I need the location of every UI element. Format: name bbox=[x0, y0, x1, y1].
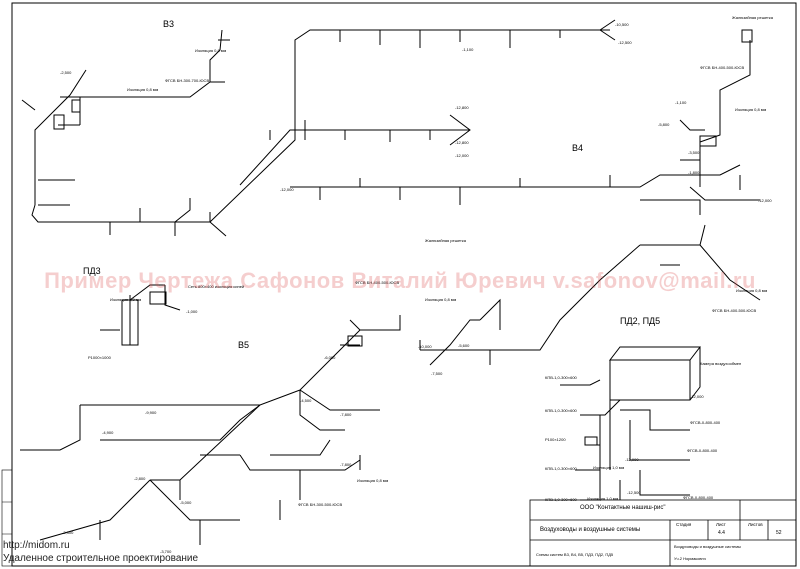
title-block-sheet: 4.4 bbox=[718, 530, 725, 536]
duct-annotation-label: -7,500 bbox=[431, 371, 443, 376]
duct-annotation-label: ФГСВ-0-800-400 bbox=[687, 448, 718, 453]
duct-annotation-label: ФГСВ БН-400-500-ЮСВ bbox=[712, 308, 757, 313]
duct-annotation-label: Изоляция 0,8 мм bbox=[195, 48, 227, 53]
duct-annotation-label: -12,000 bbox=[625, 457, 639, 462]
duct-annotation-label: -12,800 bbox=[455, 140, 469, 145]
binding-strip bbox=[1, 469, 13, 567]
system-v4-ducts bbox=[209, 19, 760, 223]
duct-annotation-label: -12,000 bbox=[690, 394, 704, 399]
duct-annotation-label: -1,100 bbox=[462, 47, 474, 52]
duct-annotation-label: Камера воздухообмен bbox=[700, 361, 742, 366]
drawing-frame bbox=[11, 2, 797, 567]
title-block-line-1: Схемы систем В3, В4, В5, ПД3, ПД2, ПД5 bbox=[536, 552, 614, 557]
duct-annotation-label: Р100×1200 bbox=[545, 437, 566, 442]
duct-annotation-label: Изоляция 1,0 мм bbox=[587, 496, 619, 501]
duct-annotation-label: -6,000 bbox=[324, 355, 336, 360]
footer-tagline: Удаленное строительное проектирование bbox=[3, 553, 199, 564]
duct-annotation-label: Сеть 800×400 изоляция синей bbox=[188, 284, 245, 289]
title-block-org: ООО "Контактные нашиш-рис" bbox=[580, 505, 666, 511]
title-block-line-2: Воздуховоды и воздушные системы bbox=[674, 544, 741, 549]
duct-annotation-label: -3,500 bbox=[688, 150, 700, 155]
system-label-pd3: ПД3 bbox=[83, 266, 101, 276]
duct-annotation-label: -1,100 bbox=[675, 100, 687, 105]
duct-annotation-label: Изоляция 0,8 мм bbox=[736, 288, 768, 293]
duct-annotation-label: КПВ-1,0-300×600 bbox=[545, 408, 577, 413]
unit-pd3 bbox=[149, 291, 167, 305]
footer-url[interactable]: http://midom.ru bbox=[3, 540, 70, 551]
system-label-v4: В4 bbox=[572, 143, 584, 153]
duct-annotation-label: -3,700 bbox=[160, 549, 172, 554]
duct-annotation-label: Жалюзийная решетка bbox=[732, 15, 773, 20]
system-pd3-ducts bbox=[100, 284, 181, 346]
duct-annotation-label: -12,500 bbox=[618, 40, 632, 45]
duct-annotation-label: Изоляция 1,0 мм bbox=[593, 465, 625, 470]
duct-annotation-label: -4,900 bbox=[102, 430, 114, 435]
duct-annotation-label: -4,500 bbox=[300, 398, 312, 403]
duct-annotation-label: Изоляция 0,8 мм bbox=[735, 107, 767, 112]
system-label-pd2-pd5: ПД2, ПД5 bbox=[620, 316, 661, 326]
watermark: Пример Чертежа Сафонов Виталий Юревич v.… bbox=[44, 268, 756, 293]
duct-annotation-label: -10,500 bbox=[615, 22, 629, 27]
duct-annotation-label: -2,500 bbox=[60, 70, 72, 75]
duct-annotation-label: Изоляция 1,0 мм bbox=[110, 297, 142, 302]
duct-annotation-label: ФГСВ-0-800-400 bbox=[683, 495, 714, 500]
title-block-title: Воздуховоды и воздушные системы bbox=[540, 527, 641, 533]
duct-annotation-label: КПВ-1,0-300×600 bbox=[545, 466, 577, 471]
duct-annotation-label: -7,800 bbox=[340, 462, 352, 467]
fan-v3 bbox=[71, 99, 81, 113]
title-block-line-3: Уч.2 Нормаковнч bbox=[674, 556, 706, 561]
duct-annotation-label: -5,600 bbox=[458, 343, 470, 348]
duct-annotation-label: Изоляция 0,8 мм bbox=[127, 87, 159, 92]
duct-annotation-label: ФГСВ БН-300-500-ЮСВ bbox=[298, 502, 343, 507]
system-label-v5: В5 bbox=[238, 340, 250, 350]
duct-annotation-label: -1,000 bbox=[186, 309, 198, 314]
duct-annotation-label: -7,800 bbox=[340, 412, 352, 417]
title-block-sheets: 52 bbox=[776, 530, 782, 536]
duct-annotation-label: ФГСВ БН-300-700-ЮСВ bbox=[165, 78, 210, 83]
title-block-sheets-header: Листов bbox=[748, 522, 763, 527]
fan-v4 bbox=[741, 29, 753, 43]
duct-annotation-label: -2,800 bbox=[134, 476, 146, 481]
duct-annotation-label: КПВ-1,0-300×600 bbox=[545, 497, 577, 502]
duct-annotation-label: ФГСВ БН-400-500-ЮСВ bbox=[355, 280, 400, 285]
duct-annotation-label: -5,800 bbox=[658, 122, 670, 127]
title-block bbox=[529, 499, 797, 567]
duct-annotation-label: -12,500 bbox=[627, 490, 641, 495]
title-block-sheet-header: Лист bbox=[716, 522, 726, 527]
unit-v3 bbox=[53, 114, 65, 130]
duct-annotation-label: КПВ-1,0-300×600 bbox=[545, 375, 577, 380]
duct-annotation-label: ФГСВ БН-400-500-ЮСВ bbox=[700, 65, 745, 70]
duct-annotation-label: ФГСВ-0-800-400 bbox=[690, 420, 721, 425]
duct-annotation-label: -9,900 bbox=[145, 410, 157, 415]
duct-annotation-label: -10,000 bbox=[418, 344, 432, 349]
duct-annotation-label: Изоляция 0,8 мм bbox=[357, 478, 389, 483]
duct-annotation-label: -12,800 bbox=[455, 105, 469, 110]
unit-v5 bbox=[347, 335, 363, 347]
title-block-stage-header: Стадия bbox=[676, 522, 692, 527]
duct-annotation-label: Изоляция 0,8 мм bbox=[425, 297, 457, 302]
duct-annotation-label: -12,000 bbox=[455, 153, 469, 158]
duct-annotation-label: -1,800 bbox=[688, 170, 700, 175]
system-v3-ducts bbox=[21, 29, 230, 237]
duct-annotation-label: -2,300 bbox=[62, 530, 74, 535]
system-pd2-pd5-ducts bbox=[560, 346, 702, 501]
duct-annotation-label: Р1000×1000 bbox=[88, 355, 111, 360]
system-v5-ducts bbox=[20, 224, 761, 545]
system-label-v3: В3 bbox=[163, 19, 175, 29]
duct-annotation-label: -12,000 bbox=[758, 198, 772, 203]
grille-pd bbox=[584, 436, 598, 446]
duct-annotation-label: -12,000 bbox=[280, 187, 294, 192]
duct-annotation-label: -5,000 bbox=[180, 500, 192, 505]
duct-annotation-label: Жалюзийная решетка bbox=[425, 238, 466, 243]
unit-v4 bbox=[699, 135, 717, 147]
